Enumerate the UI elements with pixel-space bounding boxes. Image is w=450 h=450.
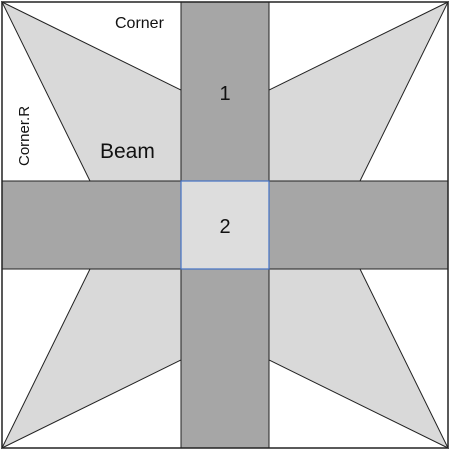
patch-1-label: 1 [219, 83, 230, 105]
patch-2-label: 2 [219, 216, 230, 238]
bar-right [268, 180, 449, 270]
bar-top [180, 1, 270, 182]
bar-left [1, 180, 182, 270]
bar-bottom [180, 268, 270, 449]
corner-label: Corner [115, 15, 165, 32]
center-square [180, 180, 270, 270]
beam-label: Beam [100, 140, 155, 163]
corner-r-label: Corner.R [16, 106, 33, 166]
